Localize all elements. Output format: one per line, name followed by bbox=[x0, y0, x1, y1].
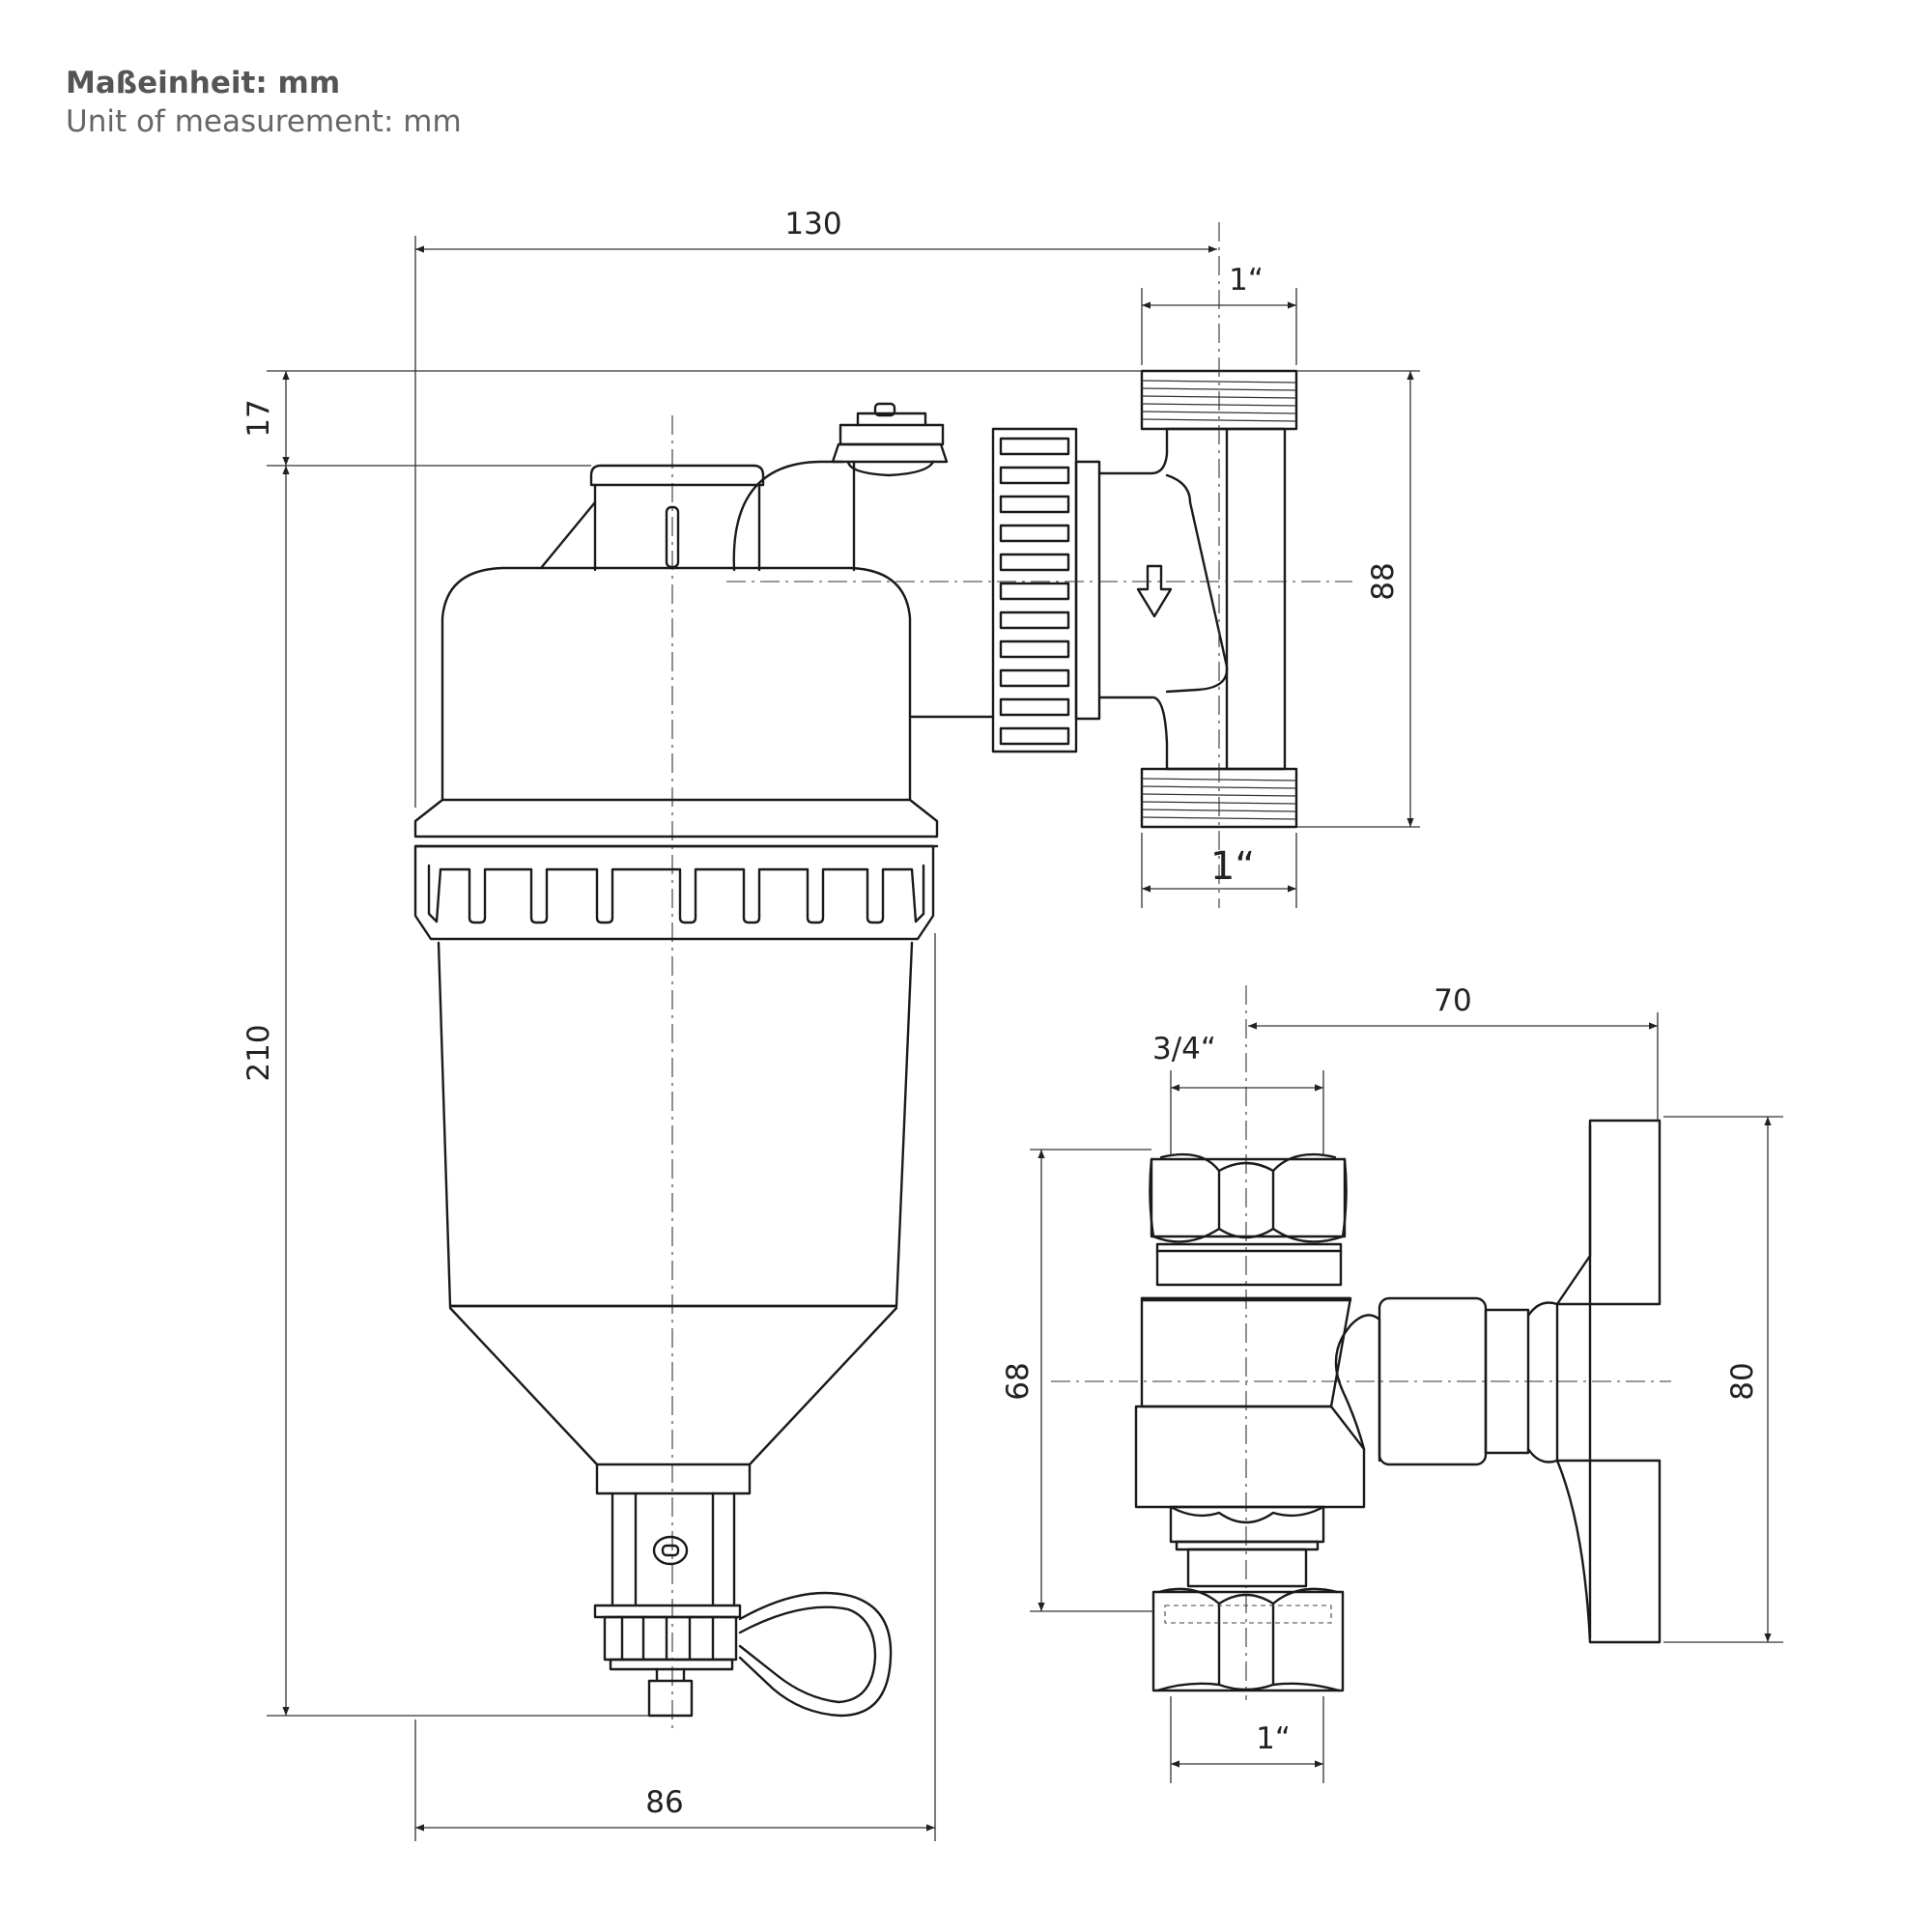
dimension-labels: 130 1“ 17 88 1“ 210 86 70 3/4“ 68 80 1“ bbox=[242, 207, 1760, 1820]
dim-86: 86 bbox=[645, 1785, 683, 1820]
dim-top-thread: 1“ bbox=[1229, 263, 1264, 298]
separator-body bbox=[413, 402, 995, 1729]
dimension-lines bbox=[267, 236, 1783, 1841]
connector-fitting bbox=[726, 222, 1352, 908]
header: Maßeinheit: mm Unit of measurement: mm bbox=[66, 64, 462, 141]
dim-bottom-thread: 1“ bbox=[1210, 844, 1255, 889]
dim-17: 17 bbox=[242, 399, 276, 437]
dim-70: 70 bbox=[1434, 983, 1471, 1018]
unit-label-en: Unit of measurement: mm bbox=[66, 104, 462, 139]
dim-valve-inlet: 3/4“ bbox=[1152, 1032, 1216, 1066]
dim-68: 68 bbox=[1001, 1362, 1036, 1400]
dim-130: 130 bbox=[784, 207, 841, 242]
dim-valve-outlet: 1“ bbox=[1256, 1721, 1291, 1756]
unit-label-de: Maßeinheit: mm bbox=[66, 66, 341, 100]
ball-valve bbox=[1051, 985, 1671, 1700]
dim-80: 80 bbox=[1725, 1362, 1760, 1400]
dim-88: 88 bbox=[1366, 562, 1401, 600]
dim-210: 210 bbox=[242, 1024, 276, 1081]
